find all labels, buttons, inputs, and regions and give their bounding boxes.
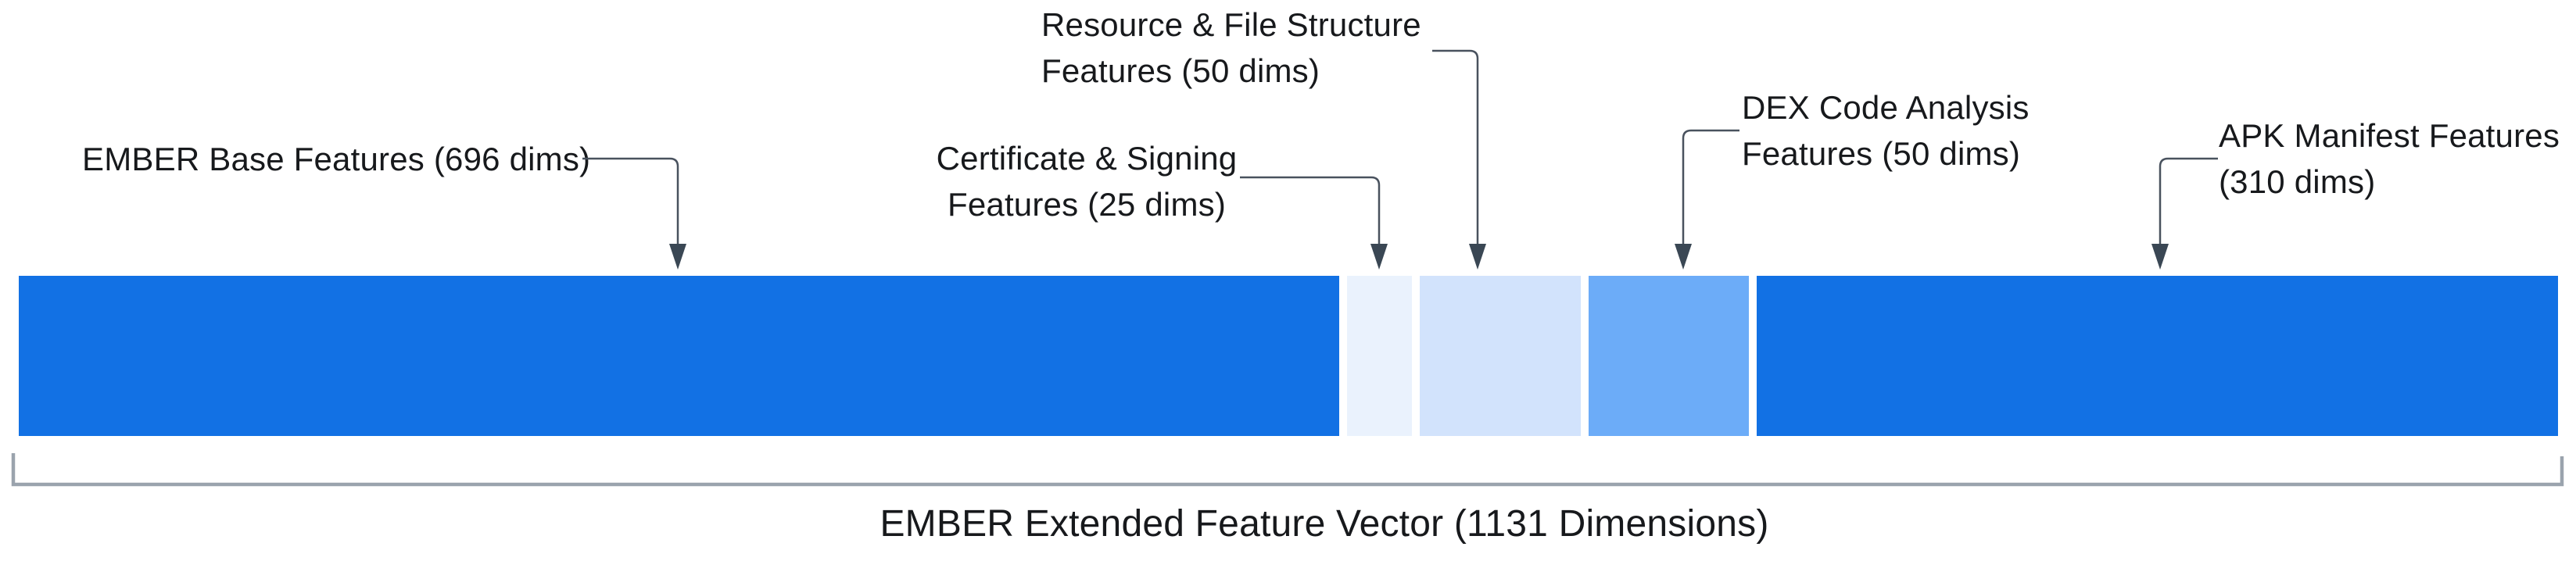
ember-base-arrow: [582, 157, 686, 270]
label-ember-base-features: EMBER Base Features (696 dims): [82, 136, 590, 182]
feature-vector-bar: [19, 276, 2558, 436]
label-resource-file-structure-features: Resource & File Structure Features (50 d…: [1041, 2, 1421, 94]
resource-file-structure-arrow: [1432, 49, 1486, 270]
label-text: Features (50 dims): [1742, 135, 2021, 172]
segment-resource-file-structure-features: [1419, 276, 1581, 436]
apk-manifest-arrow: [2151, 157, 2218, 270]
label-text: Features (25 dims): [947, 186, 1227, 223]
label-text: (310 dims): [2219, 163, 2376, 200]
segment-ember-base-features: [19, 276, 1339, 436]
label-certificate-signing-features: Certificate & Signing Features (25 dims): [926, 135, 1247, 227]
segment-certificate-signing-features: [1346, 276, 1412, 436]
segment-dex-code-analysis-features: [1588, 276, 1749, 436]
segment-apk-manifest-features: [1756, 276, 2558, 436]
dex-code-analysis-arrow: [1675, 129, 1739, 270]
label-text: Certificate & Signing: [936, 140, 1238, 177]
label-dex-code-analysis-features: DEX Code Analysis Features (50 dims): [1742, 84, 2030, 177]
label-text: Features (50 dims): [1041, 52, 1320, 89]
label-text: DEX Code Analysis: [1742, 89, 2030, 126]
diagram-title: EMBER Extended Feature Vector (1131 Dime…: [880, 503, 1769, 545]
label-text: Resource & File Structure: [1041, 6, 1421, 43]
bracket: [11, 453, 2564, 487]
label-text: APK Manifest Features: [2219, 117, 2560, 154]
label-apk-manifest-features: APK Manifest Features (310 dims): [2219, 113, 2560, 205]
certificate-signing-arrow: [1240, 176, 1388, 270]
label-text: EMBER Base Features (696 dims): [82, 141, 591, 177]
